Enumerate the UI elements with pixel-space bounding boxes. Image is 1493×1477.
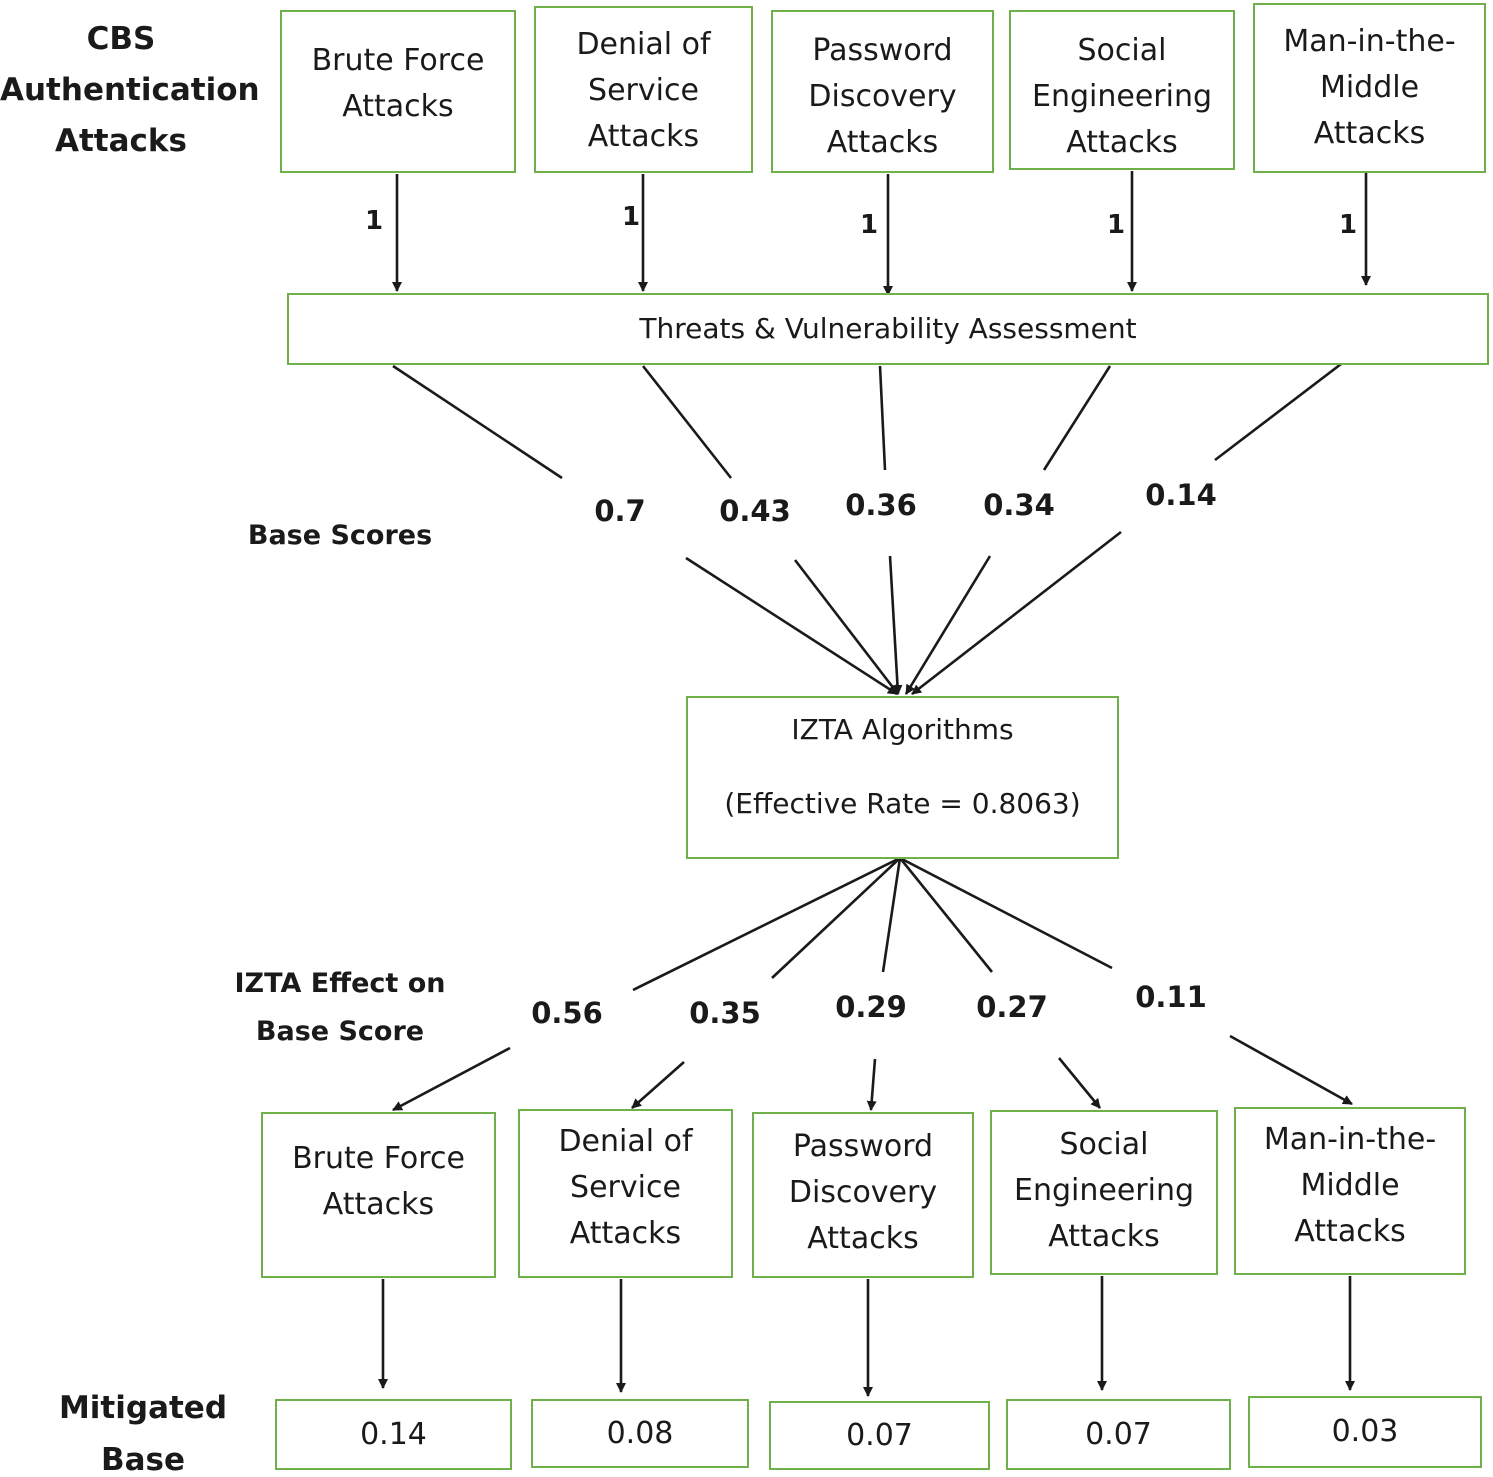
threat-assessment-box: Threats & Vulnerability Assessment	[287, 293, 1489, 365]
izta-algorithms-box: IZTA Algorithms (Effective Rate = 0.8063…	[686, 696, 1119, 859]
mitigated-score-value: 0.08	[606, 1415, 674, 1451]
input-weight: 1	[859, 210, 879, 240]
arrow-izta-4	[904, 555, 992, 695]
bottom-attack-social-engineering: Social Engineering Attacks	[990, 1110, 1218, 1275]
mitigated-score-value: 0.07	[1085, 1416, 1152, 1452]
line-assess-2	[641, 365, 733, 479]
bottom-attack-label: Man-in-the- Middle Attacks	[1263, 1122, 1437, 1249]
izta-effect-score: 0.11	[1135, 980, 1207, 1014]
line-assess-5	[1214, 359, 1346, 462]
top-attack-brute-force: Brute Force Attacks	[280, 10, 516, 173]
bottom-attack-man-in-the-middle: Man-in-the- Middle Attacks	[1234, 1107, 1466, 1275]
izta-effect-score: 0.56	[531, 996, 603, 1030]
arrow-bottom-4	[1057, 1057, 1102, 1109]
input-weight: 1	[364, 206, 384, 236]
izta-effect-score: 0.27	[976, 990, 1048, 1024]
mitigated-label: Mitigated Base Scores	[58, 1390, 228, 1477]
mitigated-score-brute-force: 0.14	[275, 1399, 512, 1470]
cbs-attacks-label: CBS Authentication Attacks	[0, 21, 260, 159]
line-effect-5	[899, 856, 1113, 970]
top-attack-label: Brute Force Attacks	[311, 43, 485, 124]
threat-assessment-label: Threats & Vulnerability Assessment	[639, 312, 1137, 345]
input-weight: 1	[1106, 210, 1126, 240]
mitigated-score-value: 0.07	[846, 1417, 913, 1453]
izta-title: IZTA Algorithms	[791, 713, 1014, 746]
top-attack-label: Denial of Service Attacks	[576, 27, 711, 154]
top-attack-social-engineering: Social Engineering Attacks	[1009, 10, 1235, 170]
input-weight: 1	[621, 202, 641, 232]
top-attack-man-in-the-middle: Man-in-the- Middle Attacks	[1253, 3, 1486, 173]
base-score: 0.14	[1145, 478, 1217, 512]
line-assess-4	[1042, 365, 1112, 471]
mitigated-score-password-discovery: 0.07	[769, 1401, 990, 1470]
line-effect-3	[881, 857, 902, 973]
arrow-izta-2	[793, 559, 900, 695]
mitigated-score-man-in-the-middle: 0.03	[1248, 1396, 1482, 1468]
arrow-izta-3	[888, 555, 903, 695]
izta-effect-score: 0.29	[835, 990, 907, 1024]
line-effect-1	[632, 856, 901, 992]
arrow-izta-1	[685, 556, 898, 696]
line-effect-4	[898, 857, 994, 973]
bottom-attack-label: Brute Force Attacks	[292, 1141, 465, 1222]
izta-effect-score: 0.35	[689, 996, 761, 1030]
line-effect-2	[771, 857, 901, 979]
mitigated-score-social-engineering: 0.07	[1006, 1399, 1231, 1470]
bottom-attack-label: Password Discovery Attacks	[788, 1129, 938, 1256]
izta-effective-rate: (Effective Rate = 0.8063)	[724, 787, 1081, 820]
bottom-attack-brute-force: Brute Force Attacks	[261, 1112, 496, 1278]
top-attack-denial-of-service: Denial of Service Attacks	[534, 6, 753, 173]
top-attack-label: Man-in-the- Middle Attacks	[1283, 24, 1456, 151]
arrow-bottom-3	[866, 1058, 877, 1111]
base-score: 0.36	[845, 488, 917, 522]
line-assess-3	[878, 365, 887, 471]
mitigated-score-denial-of-service: 0.08	[531, 1399, 749, 1468]
line-assess-1	[392, 364, 563, 480]
top-attack-label: Password Discovery Attacks	[808, 33, 957, 160]
base-score: 0.7	[594, 494, 646, 528]
mitigated-score-value: 0.03	[1331, 1414, 1399, 1449]
bottom-attack-label: Denial of Service Attacks	[558, 1124, 693, 1251]
bottom-attack-password-discovery: Password Discovery Attacks	[752, 1112, 974, 1278]
bottom-attack-label: Social Engineering Attacks	[1014, 1127, 1194, 1254]
top-attack-label: Social Engineering Attacks	[1032, 33, 1212, 160]
izta-effect-label: IZTA Effect on Base Score	[234, 968, 446, 1047]
arrow-bottom-1	[392, 1046, 511, 1112]
arrow-bottom-5	[1229, 1034, 1353, 1106]
mitigated-score-value: 0.14	[360, 1416, 427, 1452]
arrow-bottom-2	[631, 1061, 685, 1109]
base-score: 0.34	[983, 488, 1055, 522]
top-attack-password-discovery: Password Discovery Attacks	[771, 10, 994, 173]
base-score: 0.43	[719, 494, 791, 528]
base-scores-label: Base Scores	[247, 520, 433, 551]
bottom-attack-denial-of-service: Denial of Service Attacks	[518, 1109, 733, 1278]
arrow-izta-5	[911, 530, 1122, 696]
input-weight: 1	[1338, 210, 1358, 240]
